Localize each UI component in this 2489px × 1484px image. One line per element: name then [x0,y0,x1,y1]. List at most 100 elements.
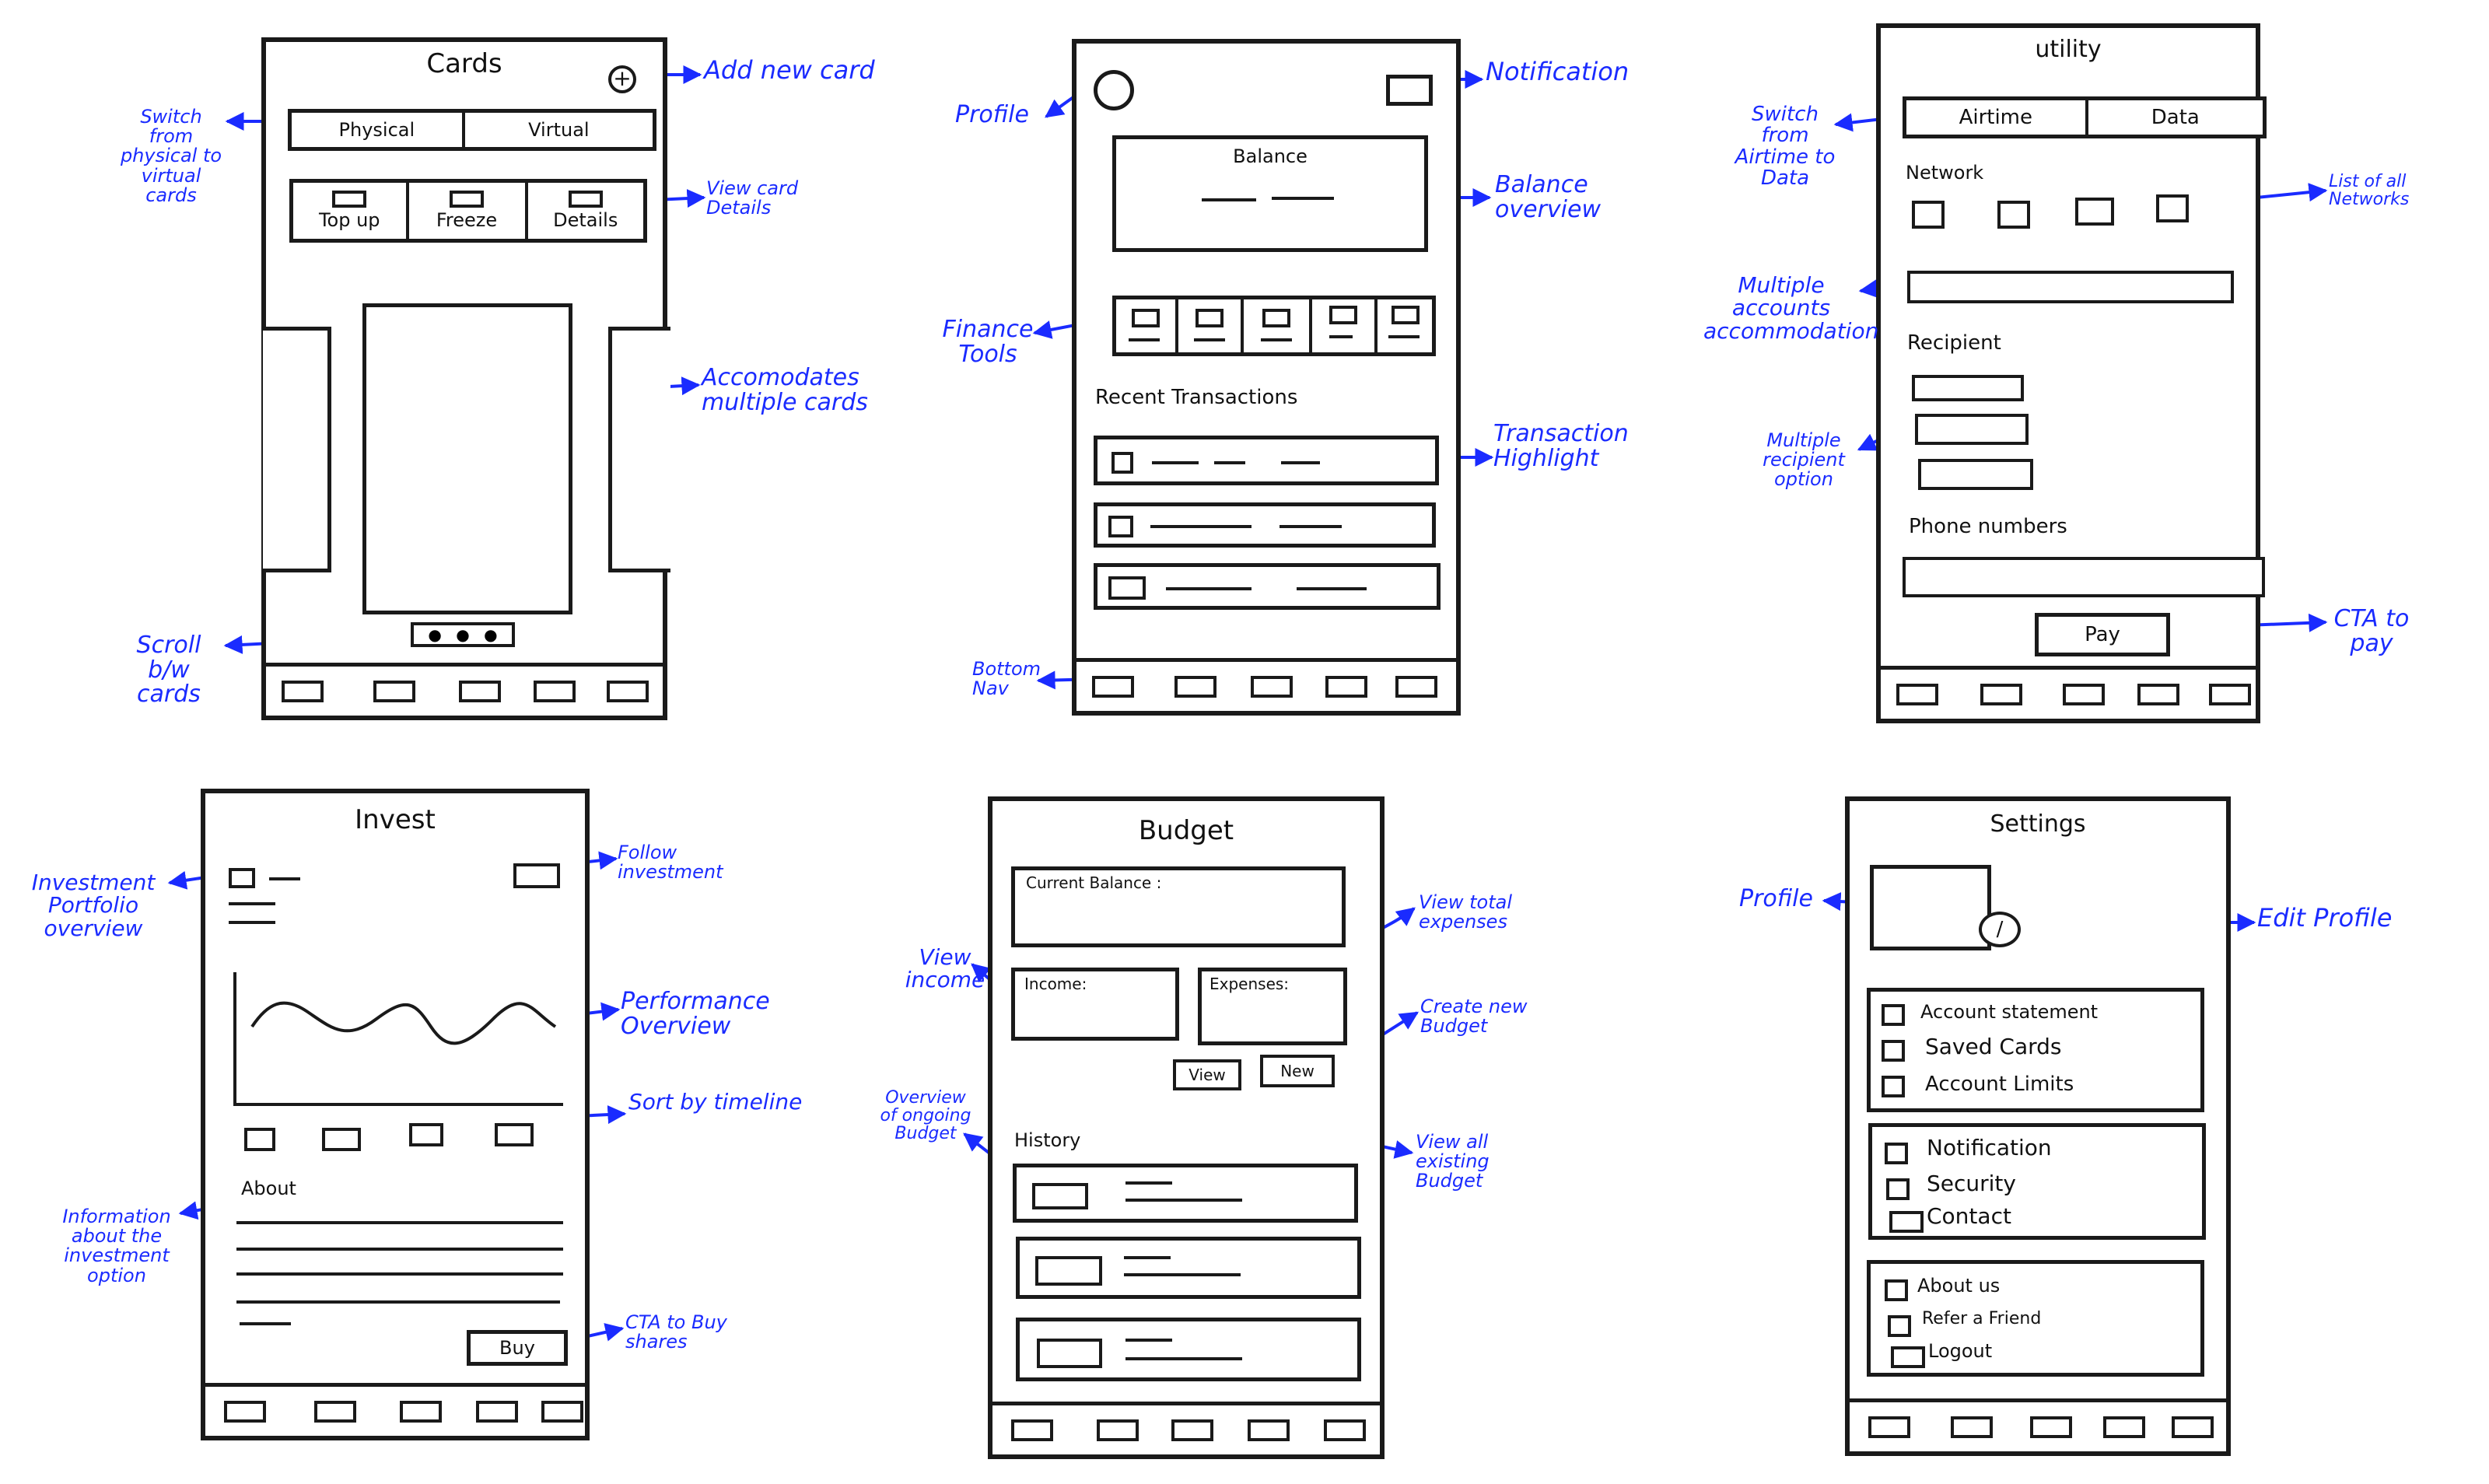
settings-group-security: Notification Security Contact [1868,1123,2206,1240]
nav-item[interactable] [459,681,501,702]
nav-item[interactable] [607,681,649,702]
nav-item[interactable] [2137,684,2179,705]
performance-chart [233,972,563,1106]
nav-item[interactable] [1248,1419,1290,1441]
edit-profile-icon[interactable]: / [1979,912,2021,947]
transaction-row[interactable] [1094,436,1439,485]
top-up-button[interactable]: Top up [293,183,409,239]
nav-item[interactable] [2030,1416,2072,1438]
note-transaction: Transaction Highlight [1493,420,1629,472]
nav-item[interactable] [1174,676,1216,698]
transaction-row[interactable] [1094,563,1441,610]
pay-button[interactable]: Pay [2035,613,2170,656]
budget-history-row[interactable] [1016,1318,1361,1381]
note-ongoing-budget: Overview of ongoing Budget [880,1088,971,1144]
card-pagination[interactable]: ●●● [411,622,515,647]
tab-virtual[interactable]: Virtual [528,119,590,141]
income-card[interactable]: Income: [1011,968,1179,1041]
nav-item[interactable] [476,1401,518,1423]
tab-airtime[interactable]: Airtime [1906,100,2088,135]
nav-item[interactable] [1251,676,1293,698]
nav-item[interactable] [1092,676,1134,698]
recipient-field[interactable] [1918,459,2033,490]
nav-item[interactable] [2172,1416,2214,1438]
nav-item[interactable] [1011,1419,1053,1441]
nav-item[interactable] [400,1401,442,1423]
recipient-field[interactable] [1915,414,2029,445]
timeline-option[interactable] [495,1123,534,1146]
about-us-icon [1885,1279,1908,1301]
settings-item-about-us[interactable]: About us [1917,1275,2001,1297]
nav-item[interactable] [373,681,415,702]
settings-item-notification[interactable]: Notification [1927,1135,2052,1160]
transaction-row[interactable] [1094,502,1436,548]
note-create-budget: Create new Budget [1420,996,1528,1038]
phone-number-input[interactable] [1903,557,2265,597]
settings-item-account-statement[interactable]: Account statement [1920,1001,2099,1023]
view-budget-button[interactable]: View [1173,1059,1241,1090]
nav-item[interactable] [541,1401,583,1423]
budget-line [1124,1273,1241,1276]
settings-item-contact[interactable]: Contact [1927,1203,2011,1229]
buy-button[interactable]: Buy [467,1330,568,1366]
expenses-card[interactable]: Expenses: [1198,968,1347,1045]
freeze-icon [450,191,484,208]
network-option[interactable] [2156,194,2189,222]
add-card-icon[interactable]: + [608,65,636,93]
settings-item-refer-friend[interactable]: Refer a Friend [1922,1309,2042,1328]
nav-item[interactable] [282,681,324,702]
note-multiple-cards: Accomodates multiple cards [702,364,868,416]
bottom-nav [266,663,663,716]
timeline-option[interactable] [322,1128,361,1151]
nav-item[interactable] [1868,1416,1910,1438]
transaction-line [1280,525,1342,528]
budget-history-row[interactable] [1016,1237,1361,1299]
note-networks: List of all Networks [2329,172,2410,210]
nav-item[interactable] [1325,676,1367,698]
budget-history-row[interactable] [1013,1164,1358,1223]
nav-item[interactable] [534,681,576,702]
network-option[interactable] [1997,201,2030,229]
follow-button[interactable] [513,863,560,888]
timeline-option[interactable] [244,1128,275,1151]
nav-item[interactable] [224,1401,266,1423]
settings-item-saved-cards[interactable]: Saved Cards [1925,1034,2062,1059]
nav-item[interactable] [1951,1416,1993,1438]
tab-physical[interactable]: Physical [292,113,465,147]
finance-tool[interactable] [1244,299,1312,352]
nav-item[interactable] [1324,1419,1366,1441]
nav-item[interactable] [1980,684,2022,705]
budget-line [1125,1181,1172,1185]
finance-tool[interactable] [1178,299,1244,352]
settings-item-security[interactable]: Security [1927,1171,2016,1196]
network-option[interactable] [1912,201,1945,229]
nav-item[interactable] [2209,684,2251,705]
transaction-line [1297,587,1367,590]
card-main[interactable] [362,303,572,614]
details-button[interactable]: Details [528,183,644,239]
timeline-option[interactable] [409,1123,443,1146]
card-next[interactable] [608,327,670,572]
settings-item-account-limits[interactable]: Account Limits [1925,1073,2074,1096]
nav-item[interactable] [1171,1419,1213,1441]
nav-item[interactable] [1097,1419,1139,1441]
nav-item[interactable] [1395,676,1437,698]
nav-item[interactable] [2063,684,2105,705]
nav-item[interactable] [314,1401,356,1423]
card-prev[interactable] [263,327,331,572]
network-option[interactable] [2075,198,2114,226]
finance-tool[interactable] [1378,299,1434,352]
tab-data[interactable]: Data [2151,106,2200,129]
recipient-field[interactable] [1912,375,2024,401]
settings-item-logout[interactable]: Logout [1928,1340,1993,1362]
new-budget-button[interactable]: New [1260,1055,1335,1087]
note-view-income: View income [905,944,985,993]
notification-icon[interactable] [1386,75,1433,106]
account-select[interactable] [1907,271,2234,303]
nav-item[interactable] [2103,1416,2145,1438]
profile-avatar[interactable] [1094,70,1134,110]
finance-tool[interactable] [1312,299,1378,352]
nav-item[interactable] [1896,684,1938,705]
finance-tool[interactable] [1116,299,1178,352]
freeze-button[interactable]: Freeze [409,183,528,239]
